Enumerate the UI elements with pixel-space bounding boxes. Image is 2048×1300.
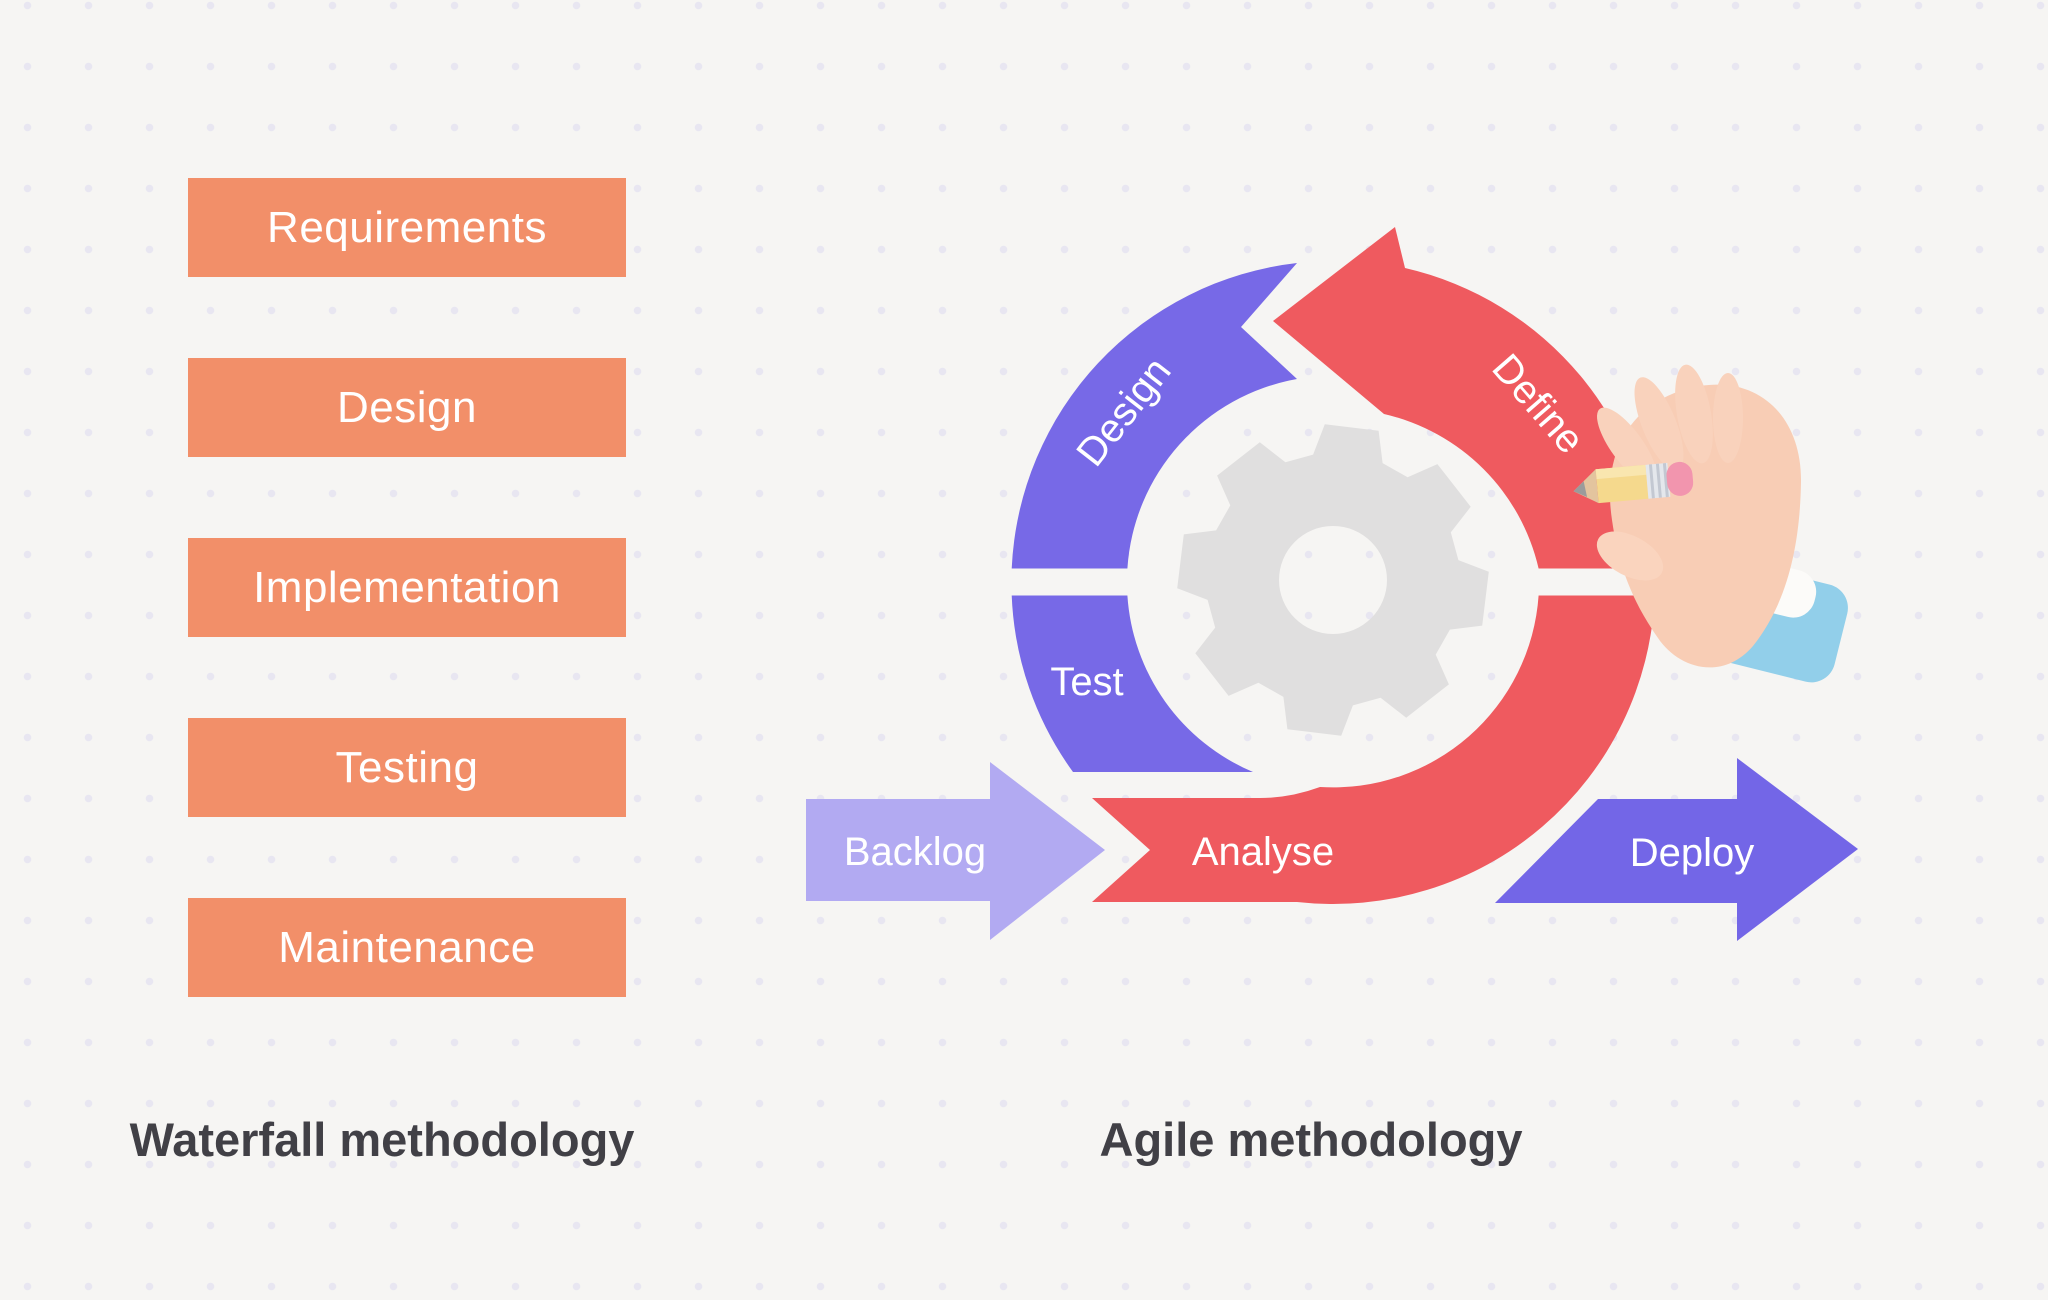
pencil [1573,461,1694,504]
deploy-arrow-label: Deploy [1630,831,1755,875]
deploy-arrow [1495,758,1858,941]
test-arc-segment [1011,595,1253,772]
backlog-arrow [806,762,1105,940]
waterfall-title: Waterfall methodology [129,1113,635,1166]
waterfall-step-implementation: Implementation [188,538,626,637]
waterfall-step-design: Design [188,358,626,457]
pencil-body-highlight [1595,464,1647,480]
waterfall-step-label: Requirements [267,202,547,252]
gear-icon [1177,424,1489,736]
ferrule-ridge [1655,463,1662,498]
finger [1713,373,1743,463]
define-arc-segment [1273,227,1655,569]
waterfall-step-label: Implementation [253,562,561,612]
waterfall-step-label: Maintenance [278,922,536,972]
agile-title: Agile methodology [1099,1113,1523,1166]
waterfall-step-label: Design [337,382,477,432]
waterfall-step-testing: Testing [188,718,626,817]
pencil-eraser [1666,461,1694,496]
hand-with-pencil [1573,364,1848,683]
waterfall-step-maintenance: Maintenance [188,898,626,997]
stage-label-test: Test [1050,660,1123,704]
stage-label-analyse: Analyse [1192,830,1334,874]
pencil-wood-tip [1573,469,1599,504]
finger [1634,377,1684,471]
finger [1675,364,1713,464]
ferrule-ridge [1662,463,1669,498]
design-arc-segment [1011,263,1297,569]
analyse-arc-segment [1092,595,1655,905]
waterfall-step-requirements: Requirements [188,178,626,277]
backlog-arrow-label: Backlog [844,830,986,874]
ferrule-ridge [1648,464,1655,499]
waterfall-step-label: Testing [335,742,479,792]
pencil-graphite [1573,481,1588,498]
thumb [1596,531,1664,581]
